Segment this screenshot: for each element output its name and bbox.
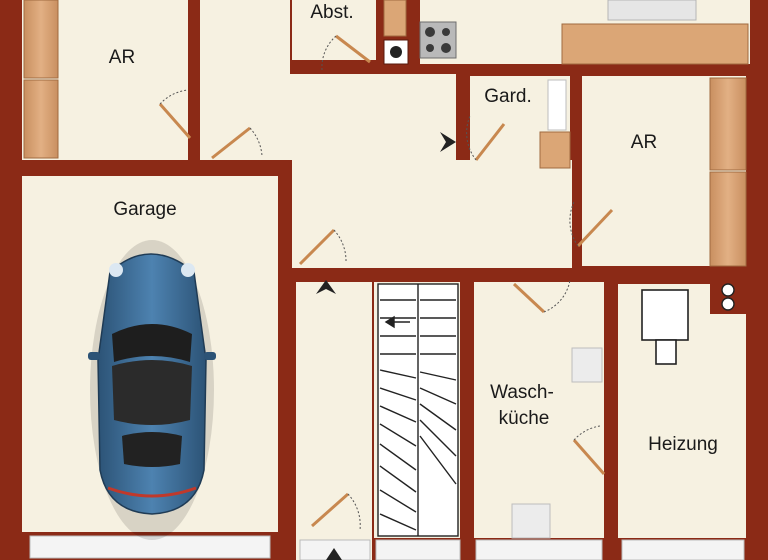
room-label-ar-right: AR (631, 132, 657, 153)
door-ar-right (569, 201, 614, 248)
cabinets (23, 0, 749, 267)
floor-abst (292, 0, 376, 60)
washer-icon (511, 503, 551, 539)
windows-bottom (29, 535, 745, 560)
room-label-wasch-line2: küche (499, 408, 550, 429)
entrance-arrow-icon (326, 548, 342, 560)
car-icon (88, 240, 216, 540)
cabinet-left-upper (23, 0, 59, 79)
door-waschkueche-top (512, 279, 571, 314)
door-heizung (572, 425, 606, 475)
doors (158, 34, 614, 531)
flue-icon (710, 282, 746, 314)
direction-arrow-icon (440, 132, 456, 152)
floor-waschkueche (474, 282, 604, 538)
cabinet-right-lower (709, 171, 747, 267)
cabinet-kitchen-small (383, 0, 407, 37)
room-label-wasch-line1: Wasch- (490, 382, 554, 403)
door-entrance (311, 492, 361, 531)
door-abst (321, 34, 371, 71)
direction-up-arrow-icon (316, 280, 336, 294)
room-label-ar-top-left: AR (109, 47, 135, 68)
kitchen-counter (561, 23, 749, 65)
room-label-abst: Abst. (310, 2, 353, 23)
cabinet-gard (539, 131, 571, 169)
cabinet-left-lower (23, 79, 59, 159)
floor-hall-link (456, 170, 572, 268)
floor-hall-mid (200, 74, 456, 160)
stove-icon (419, 21, 457, 59)
door-gard (466, 115, 506, 161)
door-garage (298, 228, 347, 266)
door-ar-left (158, 89, 192, 139)
room-label-gard: Gard. (484, 86, 532, 107)
shelf-icon (547, 79, 567, 131)
cabinet-right-upper (709, 77, 747, 171)
chimney-icon (383, 39, 409, 65)
fridge (607, 0, 697, 21)
floor-corridor (296, 282, 372, 560)
sink-icon (571, 347, 603, 383)
boiler-icon (641, 289, 689, 365)
staircase (377, 283, 459, 537)
room-label-garage: Garage (113, 199, 176, 220)
room-label-heizung: Heizung (648, 434, 718, 455)
door-hall-left (211, 126, 263, 160)
